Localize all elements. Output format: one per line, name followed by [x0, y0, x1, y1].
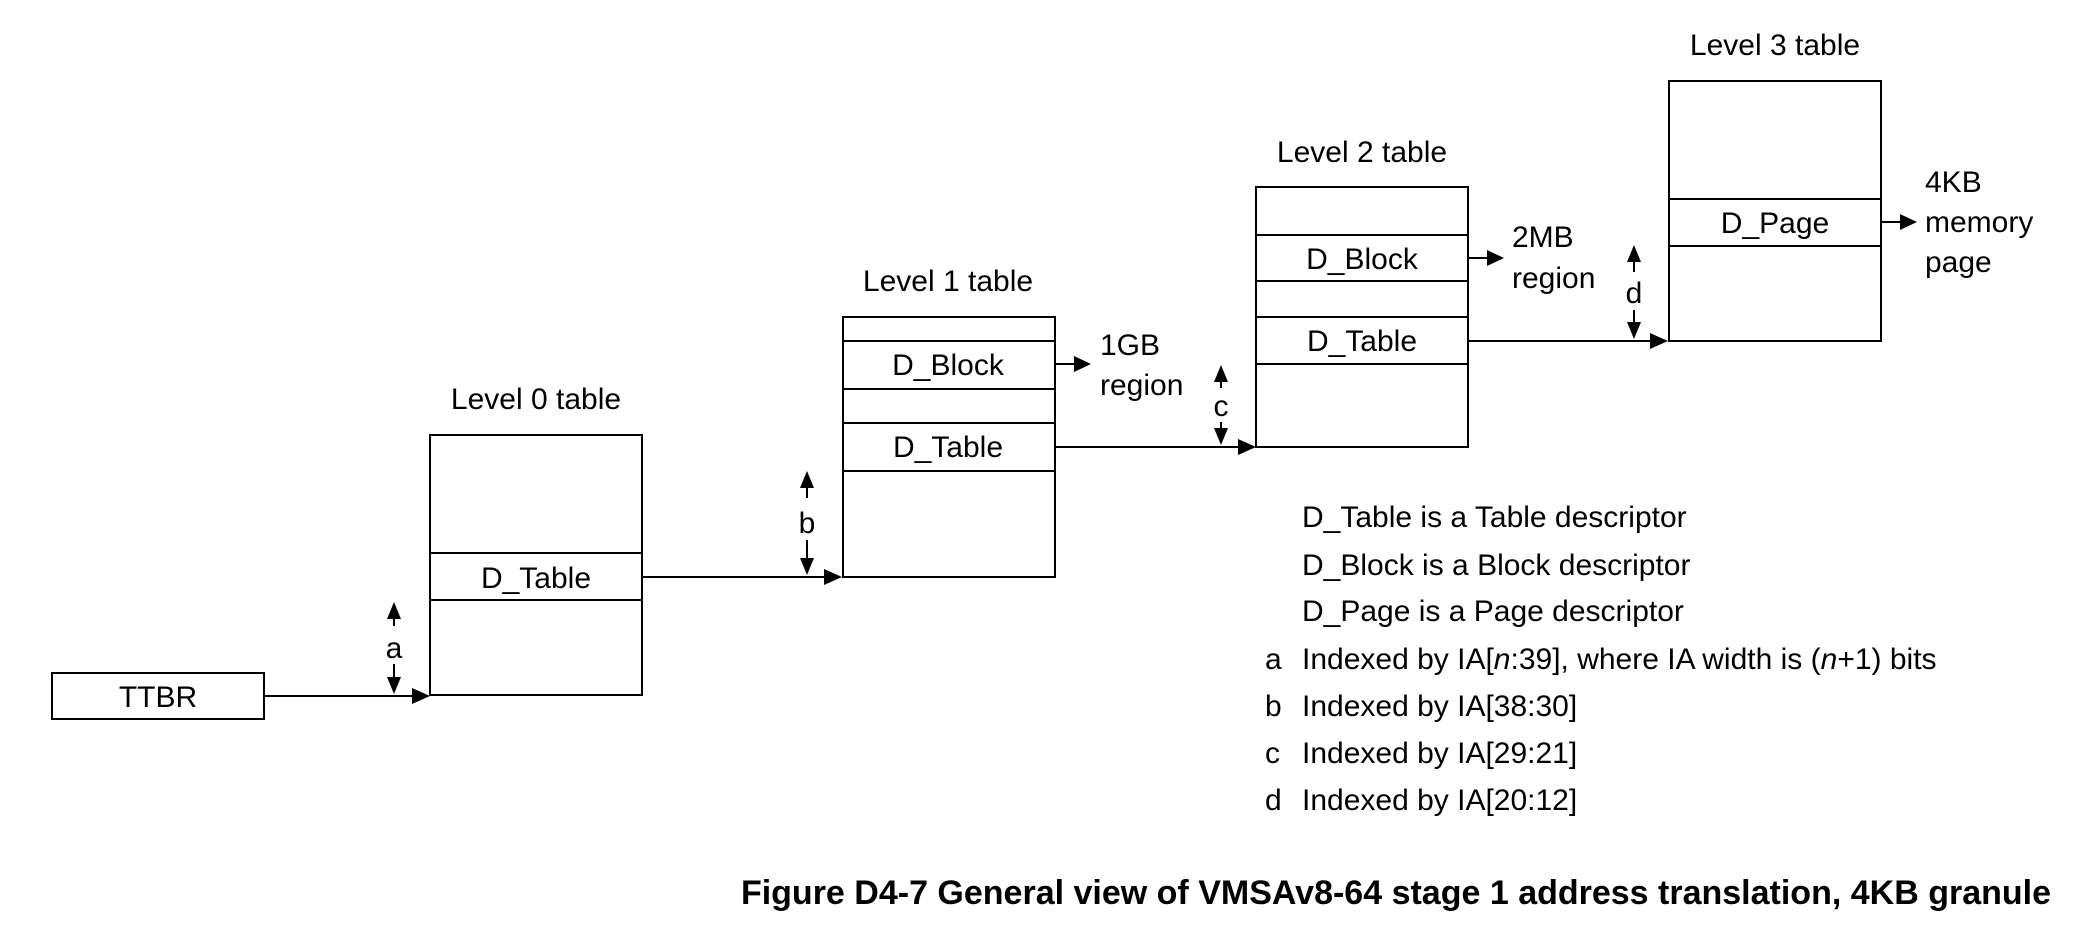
index-marker-d: d: [1626, 245, 1643, 339]
marker-d-down-arrowhead: [1627, 322, 1641, 339]
legend-descriptor-table: D_Table is a Table descriptor: [1302, 501, 1687, 534]
level1-entry-d-table: D_Table: [893, 431, 1003, 464]
marker-b-up-arrowhead: [800, 471, 814, 488]
level0-table-box: [429, 434, 643, 696]
level1-table-title: Level 1 table: [863, 265, 1033, 298]
marker-d-label: d: [1626, 277, 1643, 310]
ttbr-label: TTBR: [119, 681, 197, 714]
level2-entry-d-block: D_Block: [1306, 243, 1419, 276]
level0-entry-d-table: D_Table: [481, 562, 591, 595]
level0-table: Level 0 table D_Table: [429, 383, 643, 696]
level3-table-box: [1668, 80, 1882, 342]
level3-page-target-line2: memory: [1925, 206, 2033, 239]
level2-block-arrowhead: [1487, 250, 1504, 266]
level0-table-title: Level 0 table: [451, 383, 621, 416]
legend-index-d-key: d: [1265, 784, 1282, 817]
level1-block-arrowhead: [1074, 356, 1091, 372]
legend-index-a-mid: :39], where IA width is (: [1510, 643, 1820, 676]
level1-table-box: [842, 316, 1056, 578]
legend-index-a-post: +1) bits: [1837, 643, 1936, 676]
index-marker-c: c: [1214, 365, 1229, 445]
legend-index-c-text: Indexed by IA[29:21]: [1302, 737, 1577, 770]
marker-d-up-arrowhead: [1627, 245, 1641, 262]
legend-index-a-key: a: [1265, 643, 1282, 676]
marker-a-label: a: [386, 632, 403, 665]
level1-block-target-line2: region: [1100, 369, 1183, 402]
ttbr-box: [51, 672, 265, 720]
legend-index-b-key: b: [1265, 690, 1282, 723]
level1-entry-d-block: D_Block: [892, 349, 1005, 382]
legend-index-a-n1: n: [1494, 643, 1511, 676]
index-marker-b: b: [799, 471, 816, 575]
level1-table: Level 1 table D_Block D_Table: [842, 265, 1056, 578]
marker-a-down-arrowhead: [387, 677, 401, 694]
legend-index-c-key: c: [1265, 737, 1280, 770]
level3-table: Level 3 table D_Page: [1668, 29, 1882, 342]
level3-page-target-line1: 4KB: [1925, 166, 1982, 199]
ttbr-to-level0-arrowhead: [412, 688, 430, 704]
marker-b-down-arrowhead: [800, 558, 814, 575]
marker-b-label: b: [799, 507, 816, 540]
level3-table-title: Level 3 table: [1690, 29, 1860, 62]
ttbr-register: TTBR: [51, 672, 265, 720]
legend-index-b-text: Indexed by IA[38:30]: [1302, 690, 1577, 723]
marker-a-up-arrowhead: [387, 602, 401, 619]
legend-index-a-pre: Indexed by IA[: [1302, 643, 1494, 676]
marker-c-up-arrowhead: [1214, 365, 1228, 382]
legend-index-a-text: Indexed by IA[n:39], where IA width is (…: [1302, 643, 1937, 676]
level3-page-target-line3: page: [1925, 246, 1992, 279]
marker-c-down-arrowhead: [1214, 428, 1228, 445]
figure-caption: Figure D4-7 General view of VMSAv8-64 st…: [741, 874, 2051, 912]
level2-block-target-line1: 2MB: [1512, 221, 1574, 254]
marker-c-label: c: [1214, 390, 1229, 423]
level2-block-target-line2: region: [1512, 262, 1595, 295]
level0-to-level1-arrowhead: [824, 569, 842, 585]
legend-index-d-text: Indexed by IA[20:12]: [1302, 784, 1577, 817]
level3-entry-d-page: D_Page: [1721, 207, 1829, 240]
level2-entry-d-table: D_Table: [1307, 325, 1417, 358]
legend-index-a-n2: n: [1821, 643, 1838, 676]
legend: D_Table is a Table descriptor D_Block is…: [1265, 501, 1937, 817]
legend-descriptor-page: D_Page is a Page descriptor: [1302, 595, 1684, 628]
level2-table: Level 2 table D_Block D_Table: [1255, 136, 1469, 448]
level1-to-level2-arrowhead: [1238, 439, 1256, 455]
level2-table-title: Level 2 table: [1277, 136, 1447, 169]
level3-page-arrowhead: [1900, 214, 1917, 230]
legend-descriptor-block: D_Block is a Block descriptor: [1302, 549, 1690, 582]
index-marker-a: a: [386, 602, 403, 694]
level2-to-level3-arrowhead: [1650, 333, 1668, 349]
level1-block-target-line1: 1GB: [1100, 329, 1160, 362]
